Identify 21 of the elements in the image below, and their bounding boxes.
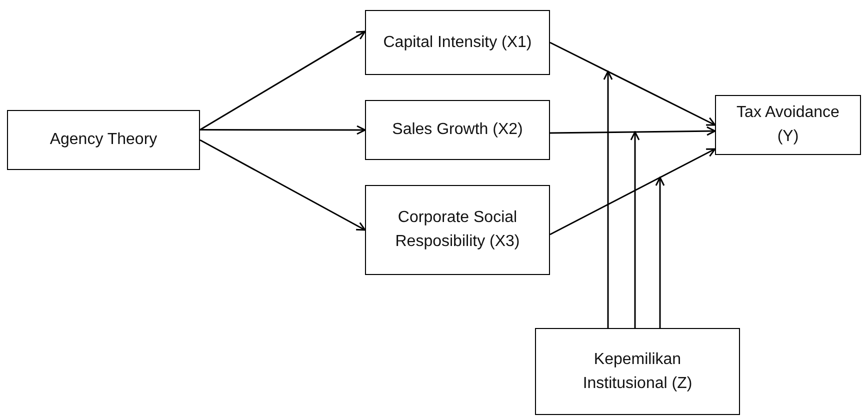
node-label: Tax Avoidance (Y) (736, 103, 840, 147)
concept-box (535, 328, 740, 415)
concept-box (365, 185, 550, 275)
arrow (630, 131, 640, 328)
concept-box (365, 100, 550, 160)
arrow (200, 139, 366, 231)
arrow (550, 126, 716, 136)
arrow (603, 70, 613, 328)
node-label: Corporate Social Resposibility (X3) (394, 208, 521, 252)
arrow (200, 125, 366, 135)
arrow (550, 42, 716, 126)
node-label: Agency Theory (50, 130, 158, 150)
concept-box (715, 95, 861, 155)
arrow (655, 176, 665, 328)
node-label: Sales Growth (X2) (392, 120, 523, 140)
node-label: Kepemilikan Institusional (Z) (582, 350, 692, 394)
node-label: Capital Intensity (X1) (383, 32, 532, 52)
arrow (200, 30, 366, 130)
arrow (550, 148, 716, 236)
concept-box (7, 110, 200, 170)
concept-box (365, 10, 550, 75)
